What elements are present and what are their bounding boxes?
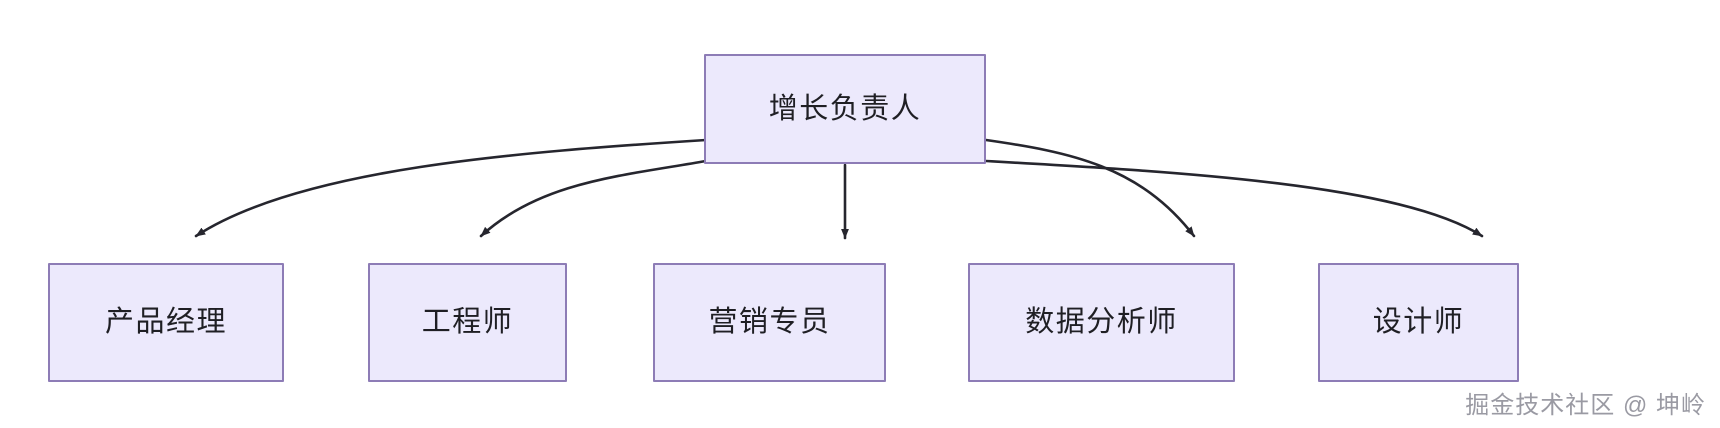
edge-root-to-designer bbox=[984, 159, 1484, 238]
node-label: 增长负责人 bbox=[768, 92, 922, 125]
node-growth-lead[interactable]: 增长负责人 bbox=[704, 54, 986, 164]
edge-root-to-product-manager bbox=[194, 138, 708, 238]
node-label: 营销专员 bbox=[708, 306, 831, 338]
watermark-text: 掘金技术社区 @ 坤岭 bbox=[1465, 392, 1706, 419]
node-label: 设计师 bbox=[1372, 306, 1465, 338]
node-engineer[interactable]: 工程师 bbox=[368, 263, 567, 382]
node-label: 产品经理 bbox=[104, 306, 227, 338]
node-designer[interactable]: 设计师 bbox=[1318, 263, 1519, 382]
edge-root-to-engineer bbox=[479, 159, 708, 238]
node-data-analyst[interactable]: 数据分析师 bbox=[968, 263, 1235, 382]
node-marketing-specialist[interactable]: 营销专员 bbox=[653, 263, 886, 382]
node-product-manager[interactable]: 产品经理 bbox=[48, 263, 284, 382]
edge-root-to-data-analyst bbox=[984, 138, 1196, 238]
node-label: 工程师 bbox=[421, 306, 514, 338]
node-label: 数据分析师 bbox=[1025, 306, 1178, 338]
